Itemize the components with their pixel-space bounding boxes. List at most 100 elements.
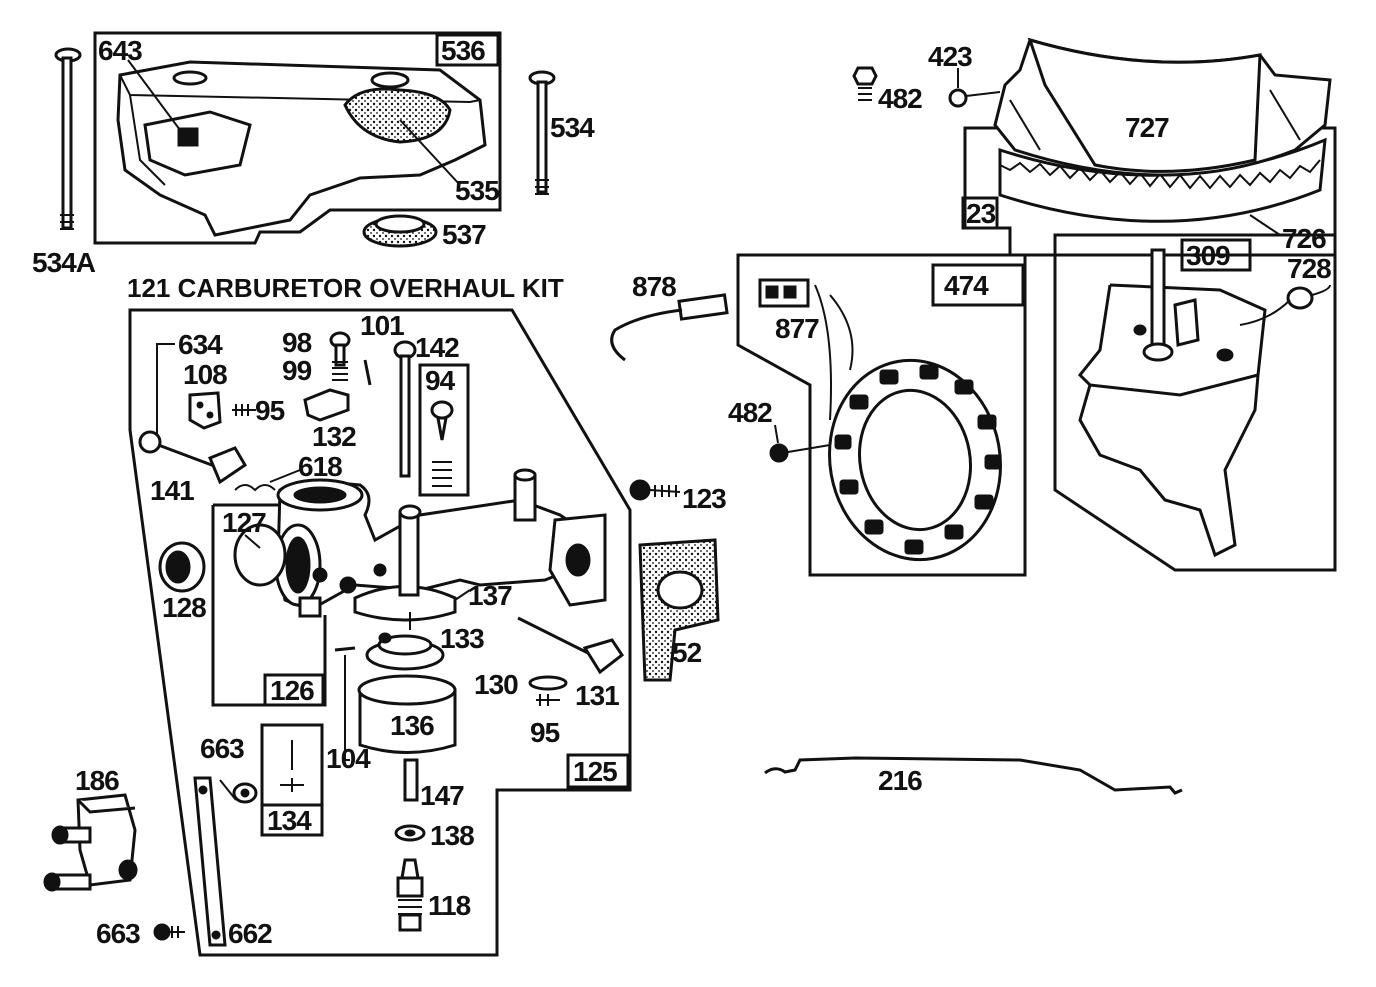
gasket-52-body [638,538,720,682]
shaft-131 [517,616,593,657]
alternator-stator-inner [857,388,973,532]
carburetor-group: 125 126 127 128 634 108 [128,308,632,957]
crankshaft [1150,248,1166,352]
throttle-lever [208,446,248,485]
float-bowl-136 [358,688,457,754]
label-118: 118 [428,890,471,921]
spring-94 [432,461,452,487]
label-534A: 534A [32,247,96,278]
label-98: 98 [282,327,312,358]
gasket-52: 52 [638,538,720,682]
label-142: 142 [415,332,459,363]
label-537: 537 [442,219,486,250]
bolt-482-upper: 482 [852,66,923,114]
leader-535 [399,119,461,186]
label-131: 131 [575,680,619,711]
engine-block-side [1077,284,1112,387]
link-216: 216 [764,756,1183,796]
label-23: 23 [966,198,996,229]
pin-104 [334,646,356,652]
alternator-frame [736,253,1027,577]
engine-block [1078,283,1267,558]
label-127: 127 [222,507,266,538]
label-95-upper: 95 [255,395,285,426]
bolt-482-lower: 482 [728,397,831,463]
screw-123: 123 [629,479,727,514]
grommet-537: 537 [362,214,487,250]
box-126 [263,673,325,707]
fuel-tank-top-edge [119,74,481,104]
label-52: 52 [672,637,702,668]
alternator-group: 474 877 [736,253,1027,577]
box-23 [961,196,999,230]
label-662: 662 [228,918,272,949]
fuel-outlet-hole [177,127,199,147]
label-663-lower: 663 [96,918,140,949]
box-309 [1180,238,1252,272]
box-125 [566,753,630,789]
spring-99 [332,361,348,381]
gasket-127 [233,523,287,587]
stator-coils [834,364,1002,555]
label-136: 136 [390,710,434,741]
link-662 [193,776,227,947]
crankshaft-base [1142,342,1174,362]
screw-95-upper [232,404,256,416]
label-130: 130 [474,669,518,700]
leader-726 [1249,214,1281,236]
label-123: 123 [682,483,726,514]
carburetor-inlet-bore [293,486,347,504]
label-125: 125 [573,756,617,787]
label-534: 534 [550,112,595,143]
engine-block-slot [1173,298,1200,347]
label-133: 133 [440,623,484,654]
alternator-wire-2 [814,284,832,421]
label-95-lower: 95 [530,717,560,748]
label-643: 643 [98,35,142,66]
label-727: 727 [1125,112,1169,143]
screw-423: 423 [928,41,1001,108]
washer-130 [528,675,568,691]
fuel-filter-screen [343,87,452,144]
label-138: 138 [430,820,474,851]
label-634: 634 [178,329,223,360]
label-101: 101 [360,310,404,341]
flywheel-group: 727 23 726 [961,37,1337,257]
nut-663-lower: 663 [96,918,185,949]
label-216: 216 [878,765,922,796]
kit-134-parts [280,740,304,792]
blower-housing-ribs [1009,84,1301,166]
bracket-132 [303,388,350,422]
pin-101 [363,359,372,386]
engine-block-frame [1053,233,1337,572]
label-134: 134 [267,805,312,836]
fuel-pump-lever [398,513,420,597]
label-618: 618 [298,451,342,482]
label-482-lower: 482 [728,397,772,428]
label-132: 132 [312,421,356,452]
leader-643 [127,59,181,131]
carburetor-kit-frame [128,308,632,957]
label-878: 878 [632,271,676,302]
label-94: 94 [425,365,456,396]
label-147: 147 [420,780,464,811]
label-137: 137 [468,580,512,611]
float-bowl-top-137 [353,585,457,622]
label-535: 535 [455,175,499,206]
engine-block-group: 309 [1053,233,1337,572]
fuel-tank-frame [93,31,502,245]
blower-housing-shroud [1027,37,1262,173]
label-663-upper: 663 [200,733,244,764]
label-104: 104 [326,743,371,774]
carburetor-drain [298,596,322,618]
fitting-728: 728 [1239,253,1332,326]
screw-118-tip [400,858,420,880]
fuel-tank-side-edge [129,94,166,186]
choke-lever [582,638,625,675]
engine-block-hole [1216,348,1234,362]
label-309: 309 [1186,240,1230,271]
label-474: 474 [944,270,989,301]
leader-634 [156,343,175,435]
label-108: 108 [183,359,227,390]
